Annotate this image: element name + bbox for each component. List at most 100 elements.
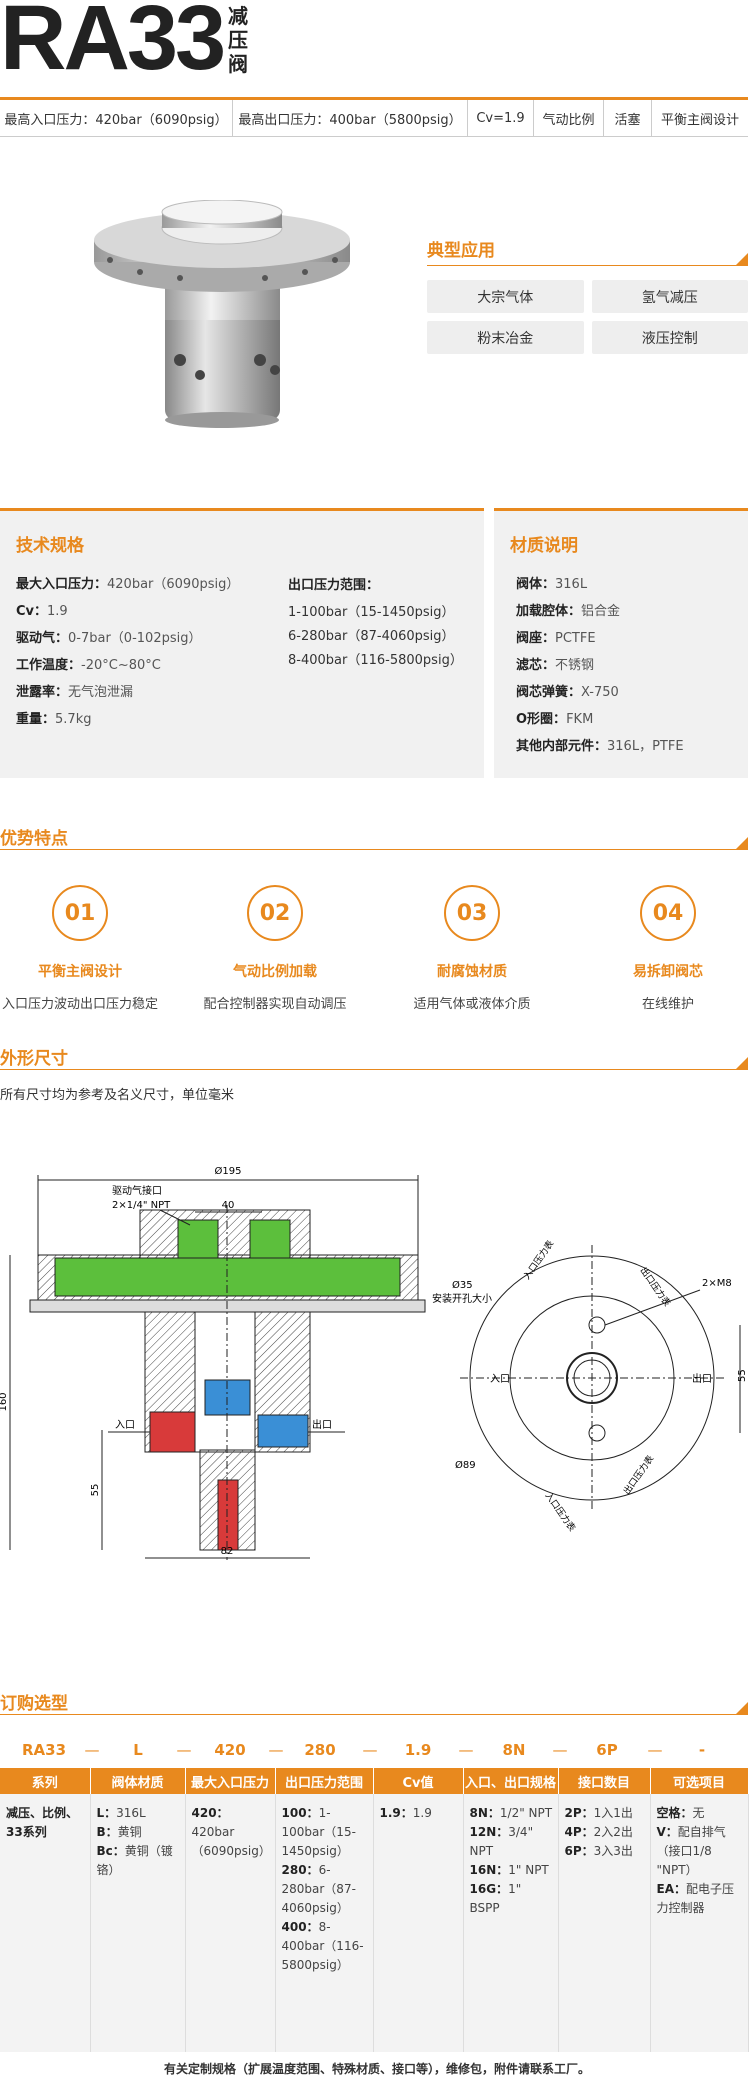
feature-number: 02 — [247, 885, 303, 941]
tech-specs-panel: 技术规格 最大入口压力：420bar（6090psig） Cv：1.9 驱动气：… — [0, 508, 484, 778]
dimension-drawing: Ø195 驱动气接口 2×1/4" NPT 40 160 55 82 入口 出口… — [0, 1165, 748, 1560]
order-code-sep: — — [176, 1741, 192, 1759]
dim-d89: Ø89 — [455, 1459, 476, 1471]
ordering-table-header: 系列 阀体材质 最大入口压力 出口压力范围 Cv值 入口、出口规格 接口数目 可… — [0, 1768, 749, 1794]
feature-item: 01 平衡主阀设计 入口压力波动出口压力稳定 — [0, 885, 180, 1012]
col-header: 可选项目 — [650, 1768, 749, 1794]
dim-outlet: 出口 — [312, 1418, 332, 1431]
dim-h160: 160 — [0, 1392, 9, 1411]
application-tag: 氢气减压 — [591, 280, 748, 313]
features-title: 优势特点 — [0, 829, 68, 849]
product-photo — [94, 200, 350, 428]
tech-specs-left: 最大入口压力：420bar（6090psig） Cv：1.9 驱动气：0-7ba… — [16, 571, 239, 733]
corner-triangle-icon — [736, 253, 748, 265]
spec-cv: Cv=1.9 — [468, 100, 534, 136]
application-tag: 液压控制 — [591, 321, 748, 354]
spec-balanced: 平衡主阀设计 — [660, 112, 739, 128]
spec-row: 重量：5.7kg — [16, 712, 92, 727]
order-code-part: L — [133, 1741, 143, 1759]
tech-specs-title: 技术规格 — [16, 536, 84, 556]
corner-triangle-icon — [736, 837, 748, 849]
features-header: 优势特点 — [0, 820, 748, 850]
feature-title: 耐腐蚀材质 — [437, 964, 507, 980]
dim-40: 40 — [222, 1200, 235, 1211]
feature-number: 03 — [444, 885, 500, 941]
applications-header: 典型应用 — [427, 236, 748, 266]
order-code-sep: — — [552, 1741, 568, 1759]
order-code-row: RA33 — L — 420 — 280 — 1.9 — 8N — 6P — - — [0, 1735, 748, 1765]
material-row: 阀座：PCTFE — [516, 631, 596, 646]
dim-h55r: 55 — [737, 1369, 748, 1382]
table-row: 减压、比例、33系列 L：316L B：黄铜 Bc：黄铜（镀铬） 420：420… — [0, 1794, 749, 2052]
spec-pneumatic: 气动比例 — [534, 100, 604, 136]
bottom-view: Ø35 安装开孔大小 2×M8 Ø89 55 入口 出口 入口压力表 出口压力表… — [432, 1238, 748, 1534]
tech-specs-right: 出口压力范围： 1-100bar（15-1450psig） 6-280bar（8… — [288, 571, 463, 673]
col-header: 入口、出口规格 — [463, 1768, 559, 1794]
order-code-sep: — — [84, 1741, 100, 1759]
dim-outlet-r: 出口 — [692, 1372, 712, 1385]
feature-number: 04 — [640, 885, 696, 941]
dim-d35: Ø35 — [452, 1279, 473, 1291]
feature-desc: 配合控制器实现自动调压 — [203, 997, 347, 1012]
dim-drive-port: 驱动气接口 — [112, 1184, 162, 1197]
spec-piston: 活塞 — [604, 100, 652, 136]
dimensions-header: 外形尺寸 — [0, 1040, 748, 1070]
order-code-part: 280 — [304, 1741, 336, 1759]
spec-row: 驱动气：0-7bar（0-102psig） — [16, 631, 202, 646]
dim-inlet-gauge: 入口压力表 — [521, 1238, 557, 1282]
dim-inlet-r: 入口 — [490, 1374, 510, 1385]
outlet-range-title: 出口压力范围： — [288, 578, 380, 593]
col-header: Cv值 — [373, 1768, 464, 1794]
table-cell: 空格：无 V：配自排气（接口1/8 "NPT） EA：配电子压力控制器 — [650, 1794, 749, 2052]
col-header: 阀体材质 — [90, 1768, 186, 1794]
col-header: 接口数目 — [558, 1768, 651, 1794]
applications-title: 典型应用 — [427, 241, 495, 261]
dim-h55: 55 — [90, 1484, 101, 1497]
feature-desc: 入口压力波动出口压力稳定 — [1, 997, 158, 1012]
outlet-range-item: 6-280bar（87-4060psig） — [288, 629, 455, 644]
spec-row: 工作温度：-20°C~80°C — [16, 658, 161, 673]
dim-d195: Ø195 — [215, 1165, 242, 1177]
spec-row: Cv：1.9 — [16, 604, 68, 619]
material-title: 材质说明 — [510, 536, 578, 556]
application-tag: 大宗气体 — [427, 280, 584, 313]
feature-item: 02 气动比例加载 配合控制器实现自动调压 — [175, 885, 375, 1012]
table-cell: 8N：1/2" NPT 12N：3/4" NPT 16N：1" NPT 16G：… — [463, 1794, 559, 2052]
dim-mount-hole: 安装开孔大小 — [432, 1292, 492, 1305]
outlet-range-item: 8-400bar（116-5800psig） — [288, 653, 463, 668]
order-code-part: 6P — [596, 1741, 618, 1759]
header: RA33 减压阀 — [0, 0, 754, 96]
dimensions-title: 外形尺寸 — [0, 1049, 68, 1069]
ordering-title: 订购选型 — [0, 1694, 68, 1714]
ordering-header: 订购选型 — [0, 1685, 748, 1715]
feature-number: 01 — [52, 885, 108, 941]
material-row: 其他内部元件：316L，PTFE — [516, 739, 684, 754]
table-cell: 420：420bar（6090psig） — [185, 1794, 276, 2052]
order-code-part: 420 — [214, 1741, 246, 1759]
spec-row: 最大入口压力：420bar（6090psig） — [16, 577, 240, 592]
corner-triangle-icon — [736, 1057, 748, 1069]
feature-title: 气动比例加载 — [233, 964, 317, 980]
features-section: 01 平衡主阀设计 入口压力波动出口压力稳定 02 气动比例加载 配合控制器实现… — [0, 885, 754, 1015]
feature-desc: 适用气体或液体介质 — [413, 997, 531, 1012]
outlet-range-item: 1-100bar（15-1450psig） — [288, 605, 455, 620]
dim-outlet-gauge-b: 出口压力表 — [621, 1453, 657, 1497]
col-header: 最大入口压力 — [185, 1768, 276, 1794]
model-title: RA33 — [0, 0, 226, 89]
dim-inlet-gauge-b: 入口压力表 — [543, 1490, 579, 1534]
material-row: 加载腔体：铝合金 — [516, 604, 621, 619]
material-panel: 材质说明 阀体：316L 加载腔体：铝合金 阀座：PCTFE 滤芯：不锈钢 阀芯… — [494, 508, 748, 778]
material-list: 阀体：316L 加载腔体：铝合金 阀座：PCTFE 滤芯：不锈钢 阀芯弹簧：X-… — [516, 571, 684, 760]
feature-title: 易拆卸阀芯 — [633, 964, 703, 980]
ordering-table: 系列 阀体材质 最大入口压力 出口压力范围 Cv值 入口、出口规格 接口数目 可… — [0, 1768, 749, 2052]
spec-bar: 最高入口压力：420bar（6090psig） 最高出口压力：400bar（58… — [0, 97, 748, 137]
order-code-part: 8N — [502, 1741, 526, 1759]
dimensions-note: 所有尺寸均为参考及名义尺寸，单位毫米 — [0, 1088, 235, 1103]
spec-max-inlet: 最高入口压力：420bar（6090psig） — [0, 100, 233, 136]
order-code-sep: — — [268, 1741, 284, 1759]
table-cell: 1.9：1.9 — [373, 1794, 464, 2052]
order-code-part: - — [698, 1741, 706, 1759]
table-cell: 100：1-100bar（15-1450psig） 280：6-280bar（8… — [275, 1794, 374, 2052]
material-row: 滤芯：不锈钢 — [516, 658, 595, 673]
feature-item: 03 耐腐蚀材质 适用气体或液体介质 — [372, 885, 572, 1012]
